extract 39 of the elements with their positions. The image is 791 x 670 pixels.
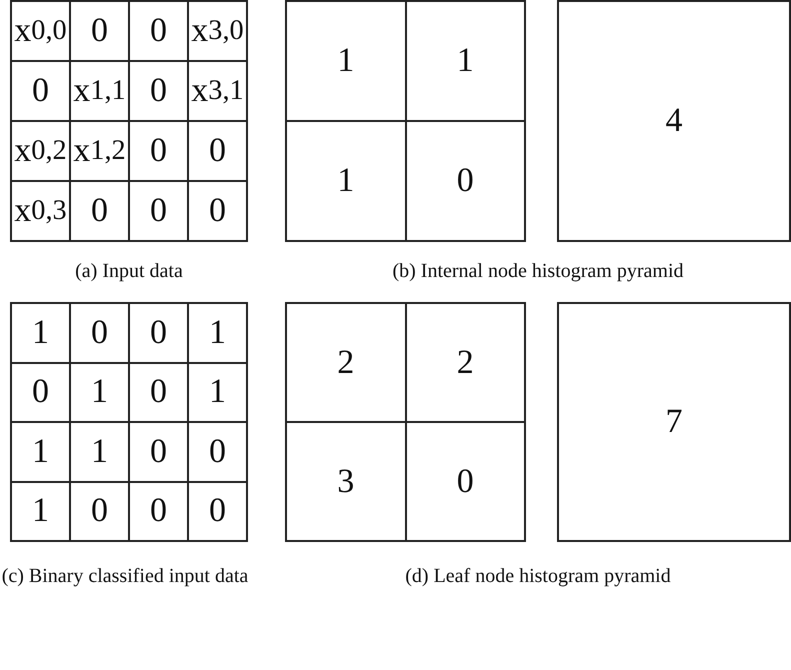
table-cell: 0 <box>70 181 129 241</box>
table-cell: 1 <box>11 482 70 541</box>
table-cell: 2 <box>406 303 525 422</box>
table-cell: 0 <box>70 482 129 541</box>
figure-caption: (b) Internal node histogram pyramid <box>391 259 685 284</box>
table-cell: 1 <box>70 422 129 482</box>
table-cell: 1 <box>286 121 406 241</box>
figure-caption: (d) Leaf node histogram pyramid <box>404 564 672 589</box>
table-cell: 0 <box>406 422 525 541</box>
table-cell: 1 <box>11 422 70 482</box>
table-cell: 1 <box>286 1 406 121</box>
table-cell: 0 <box>188 121 247 181</box>
table-cell: 0 <box>11 362 70 422</box>
table-cell: 1 <box>406 1 525 121</box>
table-cell: 0 <box>129 303 188 362</box>
table-cell: 0 <box>188 181 247 241</box>
table-cell: 0 <box>70 303 129 362</box>
table-cell: 0 <box>70 1 129 61</box>
table-cell: 0 <box>129 121 188 181</box>
table-cell: 7 <box>558 303 790 541</box>
table-cell: 0 <box>129 362 188 422</box>
table-cell: 1 <box>188 303 247 362</box>
table-cell: 0 <box>129 1 188 61</box>
table-cell: 2 <box>286 303 406 422</box>
table-cell: 0 <box>129 422 188 482</box>
table-cell: 0 <box>11 61 70 121</box>
table-cell: 0 <box>129 181 188 241</box>
table-cell: 0 <box>129 482 188 541</box>
table-cell: 0 <box>406 121 525 241</box>
table-cell: 0 <box>129 61 188 121</box>
table-cell: 0 <box>188 482 247 541</box>
figure-caption: (a) Input data <box>74 259 184 284</box>
table-cell: 1 <box>70 362 129 422</box>
table-cell: 3 <box>286 422 406 541</box>
table-cell: 1 <box>188 362 247 422</box>
table-cell: 0 <box>188 422 247 482</box>
table-cell: 1 <box>11 303 70 362</box>
table-cell: 4 <box>558 1 790 241</box>
figure-caption: (c) Binary classified input data <box>0 564 250 589</box>
